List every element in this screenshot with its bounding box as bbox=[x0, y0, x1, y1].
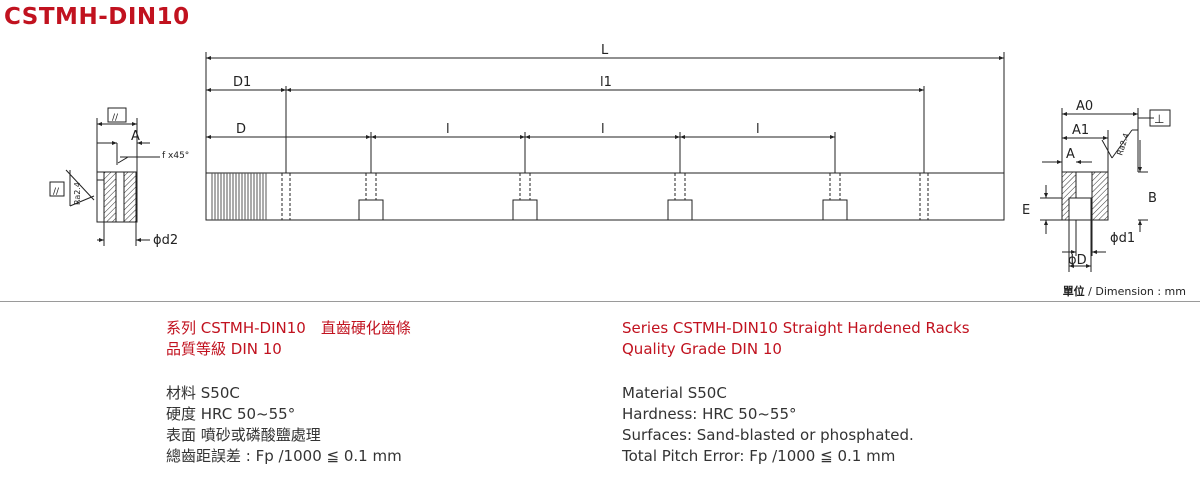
divider bbox=[0, 301, 1200, 302]
chamfer-label: f x45° bbox=[162, 151, 189, 161]
left-end-view-labels: A // f x45° ϕd2 Ra2.4 // bbox=[53, 113, 189, 248]
dim-A-right: A bbox=[1066, 147, 1075, 162]
en-material: Material S50C bbox=[622, 384, 727, 402]
dim-L: L bbox=[601, 43, 609, 58]
dim-B: B bbox=[1148, 191, 1157, 206]
roughness-right: Ra2.4 bbox=[1115, 132, 1131, 157]
dim-d2: ϕd2 bbox=[153, 233, 178, 248]
english-spec-column: Series CSTMH-DIN10 Straight Hardened Rac… bbox=[622, 318, 970, 467]
roughness-left: Ra2.4 bbox=[73, 182, 82, 205]
rack-holes bbox=[281, 173, 929, 220]
unit-label: 單位 / Dimension : mm bbox=[1063, 283, 1186, 299]
en-pitch-error: Total Pitch Error: Fp /1000 ≦ 0.1 mm bbox=[622, 447, 896, 465]
right-end-view bbox=[1040, 108, 1171, 272]
en-hardness: Hardness: HRC 50~55° bbox=[622, 405, 797, 423]
counterbores bbox=[358, 199, 848, 221]
dim-l1: l1 bbox=[600, 75, 612, 90]
dim-A0: A0 bbox=[1076, 99, 1093, 114]
dim-A1: A1 bbox=[1072, 123, 1089, 138]
en-surface: Surfaces: Sand-blasted or phosphated. bbox=[622, 426, 914, 444]
dim-l-3: l bbox=[756, 122, 760, 137]
parallel-symbol-box: // bbox=[53, 187, 60, 197]
en-series: Series CSTMH-DIN10 Straight Hardened Rac… bbox=[622, 319, 970, 337]
dim-D: D bbox=[236, 122, 246, 137]
chinese-spec-column: 系列 CSTMH-DIN10 直齒硬化齒條 品質等級 DIN 10 材料 S50… bbox=[166, 318, 411, 467]
rack-front-view bbox=[205, 52, 1005, 221]
rack-dimension-labels: L D1 l1 D l l l bbox=[233, 43, 760, 137]
rack-technical-drawing: A // f x45° ϕd2 Ra2.4 // bbox=[49, 43, 1171, 272]
dim-l-1: l bbox=[446, 122, 450, 137]
dim-l-2: l bbox=[601, 122, 605, 137]
en-grade: Quality Grade DIN 10 bbox=[622, 340, 782, 358]
unit-prefix: 單位 bbox=[1062, 285, 1085, 298]
zh-hardness: 硬度 HRC 50~55° bbox=[166, 405, 296, 423]
left-end-view bbox=[49, 107, 160, 246]
page-title: CSTMH-DIN10 bbox=[4, 4, 190, 30]
zh-surface: 表面 噴砂或磷酸鹽處理 bbox=[166, 426, 321, 444]
dim-E: E bbox=[1022, 203, 1030, 218]
zh-series: 系列 CSTMH-DIN10 直齒硬化齒條 bbox=[166, 319, 411, 337]
zh-material: 材料 S50C bbox=[166, 384, 240, 402]
unit-text: / Dimension : mm bbox=[1084, 285, 1186, 298]
dim-d1: ϕd1 bbox=[1110, 231, 1135, 246]
parallel-symbol: // bbox=[112, 113, 119, 123]
zh-pitch-error: 總齒距誤差 : Fp /1000 ≦ 0.1 mm bbox=[166, 447, 402, 465]
perpendicular-symbol: ⊥ bbox=[1154, 112, 1164, 126]
dim-phiD: ϕD bbox=[1068, 253, 1087, 268]
dim-D1: D1 bbox=[233, 75, 251, 90]
dim-A-left: A bbox=[131, 129, 140, 144]
rack-teeth bbox=[211, 173, 267, 220]
zh-grade: 品質等級 DIN 10 bbox=[166, 340, 282, 358]
